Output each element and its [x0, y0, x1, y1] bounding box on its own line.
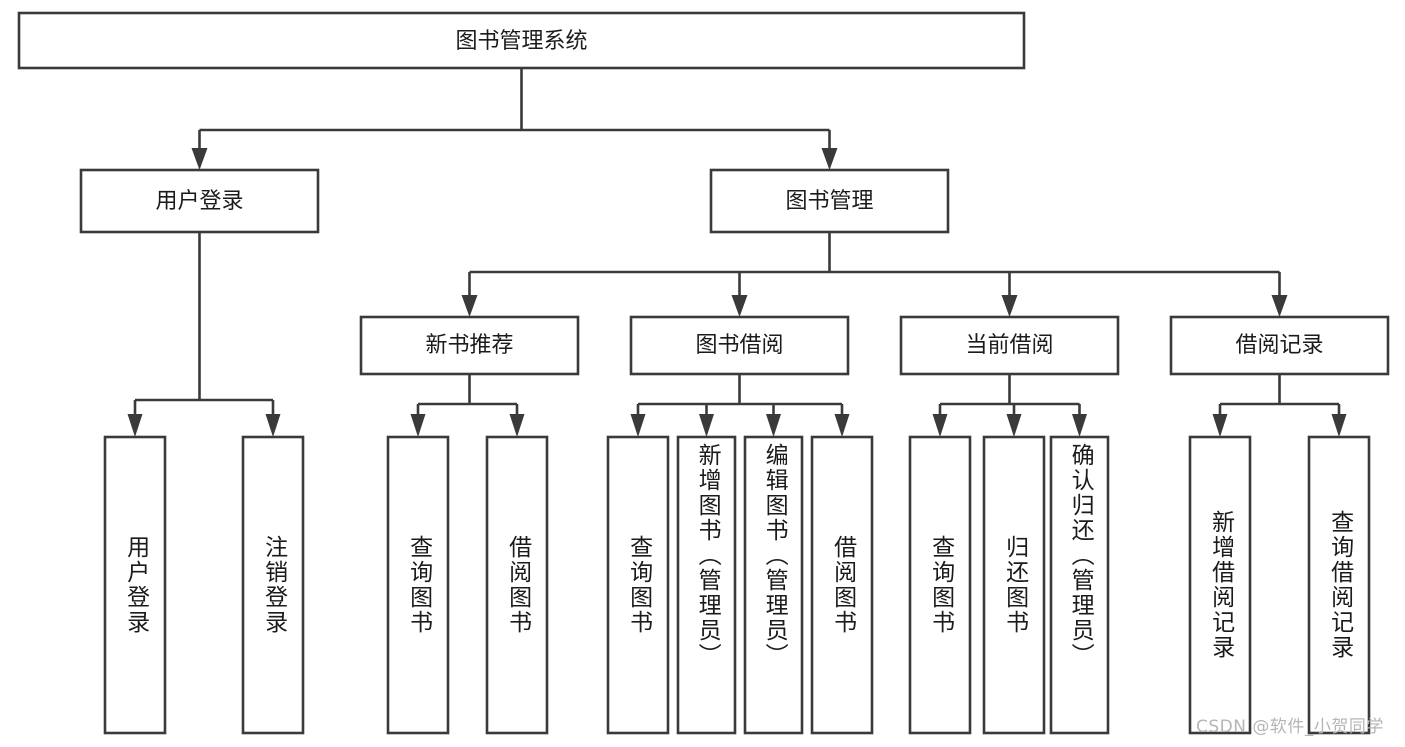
node-user-login-box[interactable]: [79, 168, 320, 234]
node-new-book-recommend-label: 新书推荐: [425, 333, 513, 358]
leaf-box-query-book-1[interactable]: [386, 435, 450, 735]
leaf-box-user-login[interactable]: [103, 435, 167, 735]
node-user-login-label: 用户登录: [155, 189, 243, 214]
arrowhead-borrow-leaf3: [766, 414, 781, 437]
leaf-box-borrow-book-1[interactable]: [485, 435, 549, 735]
arrowhead-book-manage-borrow: [731, 295, 748, 317]
arrowhead-record-leaf2: [1331, 414, 1347, 437]
arrowhead-root-to-book-manage: [821, 148, 838, 170]
connector-group: [127, 68, 1347, 437]
node-current-borrow[interactable]: 当前借阅: [899, 315, 1120, 376]
node-borrow-record-box[interactable]: [1169, 315, 1390, 376]
arrowhead-root-to-user-login: [191, 148, 208, 170]
node-book-borrow[interactable]: 图书借阅: [629, 315, 850, 376]
arrowhead-current-leaf2: [1006, 414, 1022, 437]
arrowhead-user-login-leaf1: [127, 414, 143, 437]
leaf-box-add-book[interactable]: [676, 435, 737, 735]
node-book-manage-box[interactable]: [709, 168, 950, 234]
leaf-box-query-book-2[interactable]: [606, 435, 670, 735]
node-borrow-record[interactable]: 借阅记录: [1169, 315, 1390, 376]
arrowhead-recommend-leaf2: [509, 414, 525, 437]
arrowhead-user-login-leaf2: [265, 414, 281, 437]
arrowhead-book-manage-current: [1001, 295, 1018, 317]
leaf-box-add-record[interactable]: [1188, 435, 1252, 735]
node-borrow-record-label: 借阅记录: [1235, 333, 1323, 358]
node-current-borrow-box[interactable]: [899, 315, 1120, 376]
leaf-box-edit-book[interactable]: [743, 435, 804, 735]
leaf-box-borrow-book-2[interactable]: [810, 435, 874, 735]
leaf-box-logout[interactable]: [241, 435, 305, 735]
leaf-box-query-book-3[interactable]: [908, 435, 972, 735]
arrowhead-book-manage-recommend: [461, 295, 478, 317]
arrowhead-record-leaf1: [1212, 414, 1228, 437]
leaf-box-group: [103, 435, 1371, 735]
node-book-manage-label: 图书管理: [785, 189, 873, 214]
leaf-box-return-book[interactable]: [982, 435, 1046, 735]
node-book-borrow-box[interactable]: [629, 315, 850, 376]
node-user-login[interactable]: 用户登录: [79, 168, 320, 234]
leaf-box-confirm-return[interactable]: [1049, 435, 1110, 735]
node-new-book-recommend[interactable]: 新书推荐: [359, 315, 580, 376]
arrowhead-recommend-leaf1: [410, 414, 426, 437]
node-root[interactable]: 图书管理系统: [17, 11, 1026, 70]
arrowhead-current-leaf3: [1072, 414, 1087, 437]
arrowhead-borrow-leaf4: [834, 414, 850, 437]
node-book-borrow-label: 图书借阅: [695, 333, 783, 358]
node-current-borrow-label: 当前借阅: [965, 333, 1053, 358]
node-book-manage[interactable]: 图书管理: [709, 168, 950, 234]
node-root-box[interactable]: [17, 11, 1026, 70]
arrowhead-borrow-leaf2: [699, 414, 714, 437]
arrowhead-book-manage-record: [1271, 295, 1288, 317]
node-new-book-recommend-box[interactable]: [359, 315, 580, 376]
arrowhead-current-leaf1: [932, 414, 948, 437]
arrowhead-borrow-leaf1: [630, 414, 646, 437]
node-root-label: 图书管理系统: [455, 29, 587, 54]
csdn-watermark: CSDN @软件_小贺同学: [1196, 717, 1384, 737]
leaf-box-query-record[interactable]: [1307, 435, 1371, 735]
